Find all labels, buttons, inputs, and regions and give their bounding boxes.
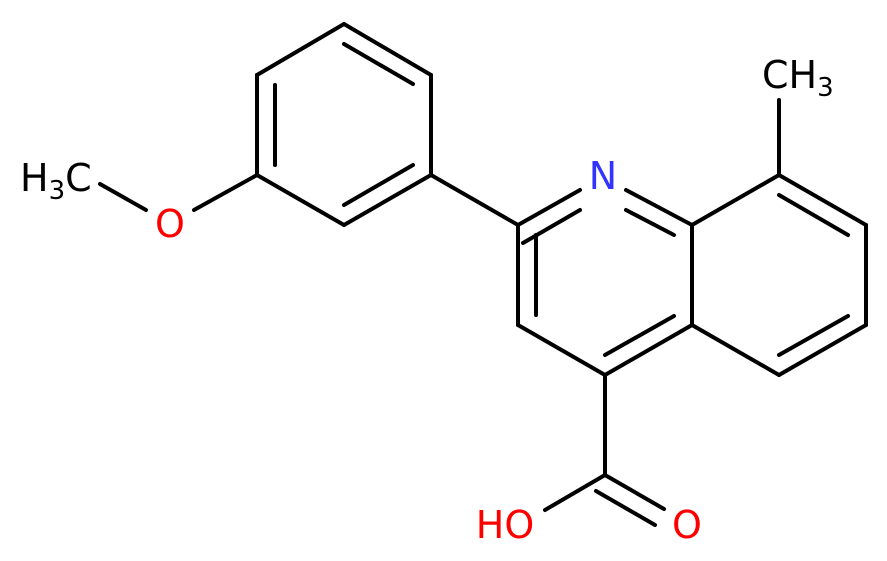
carbonyl-oxygen-label: O xyxy=(672,503,702,547)
methoxy-methyl-label: H3C xyxy=(20,156,92,206)
hydroxyl-label: HO xyxy=(476,503,534,547)
methyl-label: CH3 xyxy=(762,53,834,103)
bond-carbonyl-double-a xyxy=(603,473,666,511)
bond xyxy=(777,323,868,377)
bond xyxy=(255,22,346,77)
bond xyxy=(603,323,694,377)
bond xyxy=(777,173,868,227)
methoxyphenyl-ring xyxy=(255,22,433,227)
double-bond-inner xyxy=(624,208,676,237)
bond xyxy=(516,188,582,227)
bond xyxy=(690,323,781,377)
double-bond-inner xyxy=(777,314,850,357)
bond xyxy=(255,173,346,227)
double-bond-inner xyxy=(603,314,676,357)
double-bond-inner xyxy=(521,208,582,245)
bond-oxygen-to-methyl xyxy=(98,182,148,212)
quinoline-benzo-ring xyxy=(690,173,868,377)
bond xyxy=(342,22,433,77)
bond xyxy=(342,173,433,227)
bond xyxy=(624,188,694,227)
quinoline-pyridine-ring xyxy=(516,188,694,377)
bond xyxy=(516,323,607,377)
bond-carboxyl-to-hydroxyl xyxy=(543,473,607,512)
bond-phenyl-to-quinoline xyxy=(429,173,520,227)
bond xyxy=(690,173,781,227)
bond-carbonyl-double-b xyxy=(594,489,657,527)
double-bond-inner xyxy=(777,193,850,237)
ring-nitrogen-label: N xyxy=(589,154,617,198)
double-bond-inner xyxy=(342,163,415,207)
ether-oxygen-label: O xyxy=(155,202,185,246)
bond-ring-to-oxygen xyxy=(192,173,259,212)
double-bond-inner xyxy=(342,42,415,86)
